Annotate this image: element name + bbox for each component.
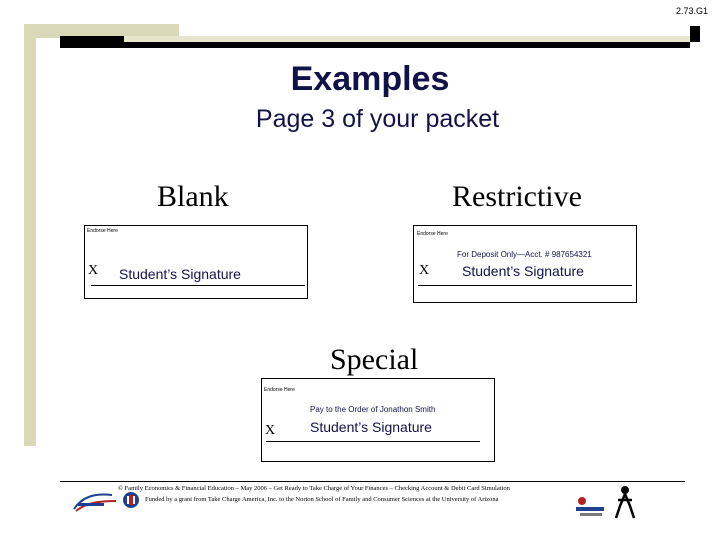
x-mark: X xyxy=(88,263,99,278)
restriction-note: For Deposit Only—Acct. # 987654321 xyxy=(457,250,592,259)
special-endorsement-box: Endorse Here Pay to the Order of Jonatho… xyxy=(261,378,495,462)
signature: Student’s Signature xyxy=(119,266,241,282)
take-charge-america-logo xyxy=(73,493,117,512)
signature: Student’s Signature xyxy=(310,419,432,435)
figure-logo xyxy=(614,486,636,519)
signature: Student’s Signature xyxy=(462,263,584,279)
blank-endorsement-box: Endorse Here X Student’s Signature xyxy=(84,225,308,299)
footer-funding: Funded by a grant from Take Charge Ameri… xyxy=(145,496,499,503)
slide-id: 2.73.G1 xyxy=(675,6,708,16)
endorse-label: Endorse Here xyxy=(417,231,448,237)
top-right-decor xyxy=(690,26,700,42)
page-title: Examples xyxy=(290,60,450,98)
footer-rule xyxy=(60,481,685,482)
x-mark: X xyxy=(419,263,430,278)
top-decor-band-light xyxy=(124,36,690,42)
signature-line xyxy=(91,285,305,286)
blank-heading: Blank xyxy=(157,180,229,213)
footer-copyright: © Family Economics & Financial Education… xyxy=(118,485,510,492)
endorse-label: Endorse Here xyxy=(87,228,118,234)
signature-line xyxy=(418,285,632,286)
restrictive-heading: Restrictive xyxy=(452,180,582,213)
special-note: Pay to the Order of Jonathon Smith xyxy=(310,405,436,414)
special-heading: Special xyxy=(330,343,419,376)
university-logo xyxy=(123,492,139,508)
page-subtitle: Page 3 of your packet xyxy=(255,105,500,133)
restrictive-endorsement-box: Endorse Here For Deposit Only—Acct. # 98… xyxy=(413,225,637,303)
norton-school-logo xyxy=(576,497,604,516)
endorse-label: Endorse Here xyxy=(264,387,295,393)
signature-line xyxy=(266,441,480,442)
x-mark: X xyxy=(265,423,276,438)
